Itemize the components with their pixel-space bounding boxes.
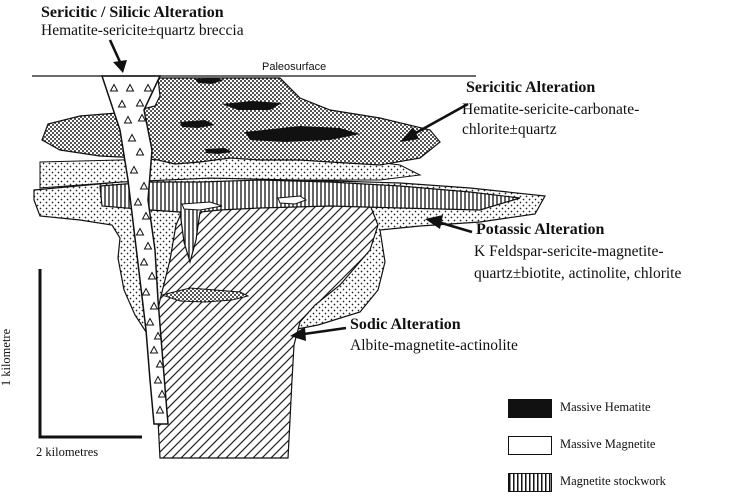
paleosurface-label: Paleosurface	[262, 61, 326, 73]
sericitic-alteration-zone	[42, 78, 440, 165]
potassic-desc-line2: quartz±biotite, actinolite, chlorite	[474, 264, 681, 283]
sericitic-desc-line2: chlorite±quartz	[462, 120, 557, 139]
sodic-desc: Albite-magnetite-actinolite	[350, 336, 518, 355]
arrow-sericitic	[412, 104, 468, 135]
arrow-sodic	[304, 328, 346, 334]
legend-swatch-magnetite-stockwork	[508, 473, 552, 492]
scale-vertical-label: 1 kilometre	[0, 329, 14, 386]
sericitic-silicic-desc: Hematite-sericite±quartz breccia	[41, 21, 244, 40]
sericitic-title: Sericitic Alteration	[466, 79, 595, 97]
arrow-sericitic-silicic-head	[113, 60, 127, 73]
scale-horizontal-label: 2 kilometres	[36, 445, 98, 460]
sericitic-desc-line1: Hematite-sericite-carbonate-	[462, 100, 639, 119]
legend-label-massive-hematite: Massive Hematite	[560, 400, 651, 415]
legend-label-magnetite-stockwork: Magnetite stockwork	[560, 474, 666, 489]
arrow-sericitic-silicic	[110, 40, 120, 62]
legend-label-massive-magnetite: Massive Magnetite	[560, 437, 655, 452]
potassic-title: Potassic Alteration	[476, 221, 604, 239]
sodic-title: Sodic Alteration	[350, 316, 461, 334]
legend-swatch-massive-magnetite	[508, 436, 552, 455]
sericitic-silicic-title: Sericitic / Silicic Alteration	[41, 4, 224, 22]
potassic-desc-line1: K Feldspar-sericite-magnetite-	[474, 242, 664, 261]
legend-swatch-massive-hematite	[508, 399, 552, 418]
